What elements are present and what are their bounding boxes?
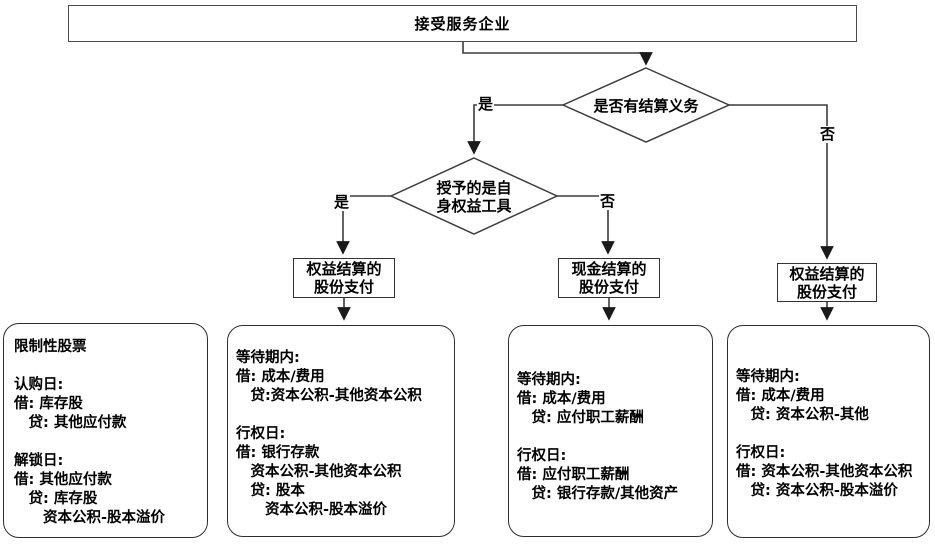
entry-line: 贷: 其他应付款 xyxy=(14,415,127,431)
decision2-diamond xyxy=(389,157,559,235)
entry-line: 等待期内: xyxy=(236,350,300,366)
decision2-label-line1: 授予的是自 xyxy=(436,179,512,197)
entry-box-cash-settled: 等待期内: 借: 成本/费用 贷: 应付职工薪酬 行权日: 借: 应付职工薪酬 … xyxy=(508,325,713,537)
entry-line: 等待期内: xyxy=(736,369,800,385)
entry-line xyxy=(236,406,450,425)
process-box-line2: 股份支付 xyxy=(796,282,857,301)
entry-line: 行权日: xyxy=(736,445,786,461)
connector-root-to-decision1 xyxy=(462,42,653,66)
decision2-label: 授予的是自 身权益工具 xyxy=(391,179,557,215)
entry-line: 限制性股票 xyxy=(14,339,87,355)
entry-line: 借: 成本/费用 xyxy=(736,388,825,404)
entry-line: 贷: 库存股 xyxy=(14,491,98,507)
entry-line: 行权日: xyxy=(517,448,567,464)
entry-line: 资本公积-股本溢价 xyxy=(14,510,166,526)
entry-line: 行权日: xyxy=(236,426,286,442)
entry-box-equity-settled-no-obligation: 等待期内: 借: 成本/费用 贷: 资本公积-其他 行权日: 借: 资本公积-其… xyxy=(727,325,930,538)
entry-line: 借: 成本/费用 xyxy=(517,391,606,407)
process-box-line1: 权益结算的 xyxy=(306,260,382,278)
entry-line: 借: 其他应付款 xyxy=(14,472,112,488)
branch-label-obligation-yes: 是 xyxy=(477,95,495,113)
entry-line: 贷: 股本 xyxy=(236,483,305,499)
entry-line xyxy=(517,428,708,447)
entry-line xyxy=(736,425,925,444)
entry-box-equity-settled-own: 等待期内: 借: 成本/费用 贷:资本公积-其他资本公积 行权日: 借: 银行存… xyxy=(227,325,455,537)
entry-line: 贷: 应付职工薪酬 xyxy=(517,410,644,426)
root-node-label: 接受服务企业 xyxy=(414,15,511,33)
entry-line: 等待期内: xyxy=(517,372,581,388)
process-box-line2: 股份支付 xyxy=(313,278,374,296)
connector-decision2-yes xyxy=(336,195,391,255)
entry-line xyxy=(14,433,203,452)
entry-line: 资本公积-股本溢价 xyxy=(236,502,388,518)
branch-label-own-equity-yes: 是 xyxy=(333,193,351,211)
process-box-cash-settled: 现金结算的 股份支付 xyxy=(558,258,660,298)
process-box-line2: 股份支付 xyxy=(578,278,639,296)
process-box-line1: 现金结算的 xyxy=(571,260,647,278)
process-box-equity-settled-right: 权益结算的 股份支付 xyxy=(777,263,877,302)
connector-decision1-yes xyxy=(467,104,563,155)
entry-line: 贷: 资本公积-股本溢价 xyxy=(736,483,898,499)
entry-line: 资本公积-其他资本公积 xyxy=(236,464,402,480)
process-box-line1: 权益结算的 xyxy=(789,264,865,283)
connector-decision1-no xyxy=(729,104,834,260)
decision1-diamond xyxy=(561,67,731,143)
entry-line: 贷: 资本公积-其他 xyxy=(736,407,869,423)
entry-line: 认购日: xyxy=(14,377,64,393)
branch-label-own-equity-no: 否 xyxy=(599,192,617,210)
entry-line: 解锁日: xyxy=(14,453,64,469)
entry-line: 借: 成本/费用 xyxy=(236,369,325,385)
entry-line: 借: 应付职工薪酬 xyxy=(517,467,630,483)
entry-line: 贷: 银行存款/其他资产 xyxy=(517,486,679,502)
branch-label-obligation-no: 否 xyxy=(819,125,837,143)
entry-line: 贷:资本公积-其他资本公积 xyxy=(236,388,422,404)
decision2-label-line2: 身权益工具 xyxy=(436,197,512,215)
entry-line: 借: 资本公积-其他资本公积 xyxy=(736,464,913,480)
entry-line: 借: 银行存款 xyxy=(236,445,320,461)
entry-box-restricted-stock: 限制性股票 认购日: 借: 库存股 贷: 其他应付款 解锁日: 借: 其他应付款… xyxy=(3,323,208,538)
entry-line: 借: 库存股 xyxy=(14,396,83,412)
process-box-equity-settled-left: 权益结算的 股份支付 xyxy=(293,258,395,298)
decision1-label: 是否有结算义务 xyxy=(593,97,699,115)
root-node-receiving-enterprise: 接受服务企业 xyxy=(68,5,857,42)
entry-line xyxy=(14,357,203,376)
